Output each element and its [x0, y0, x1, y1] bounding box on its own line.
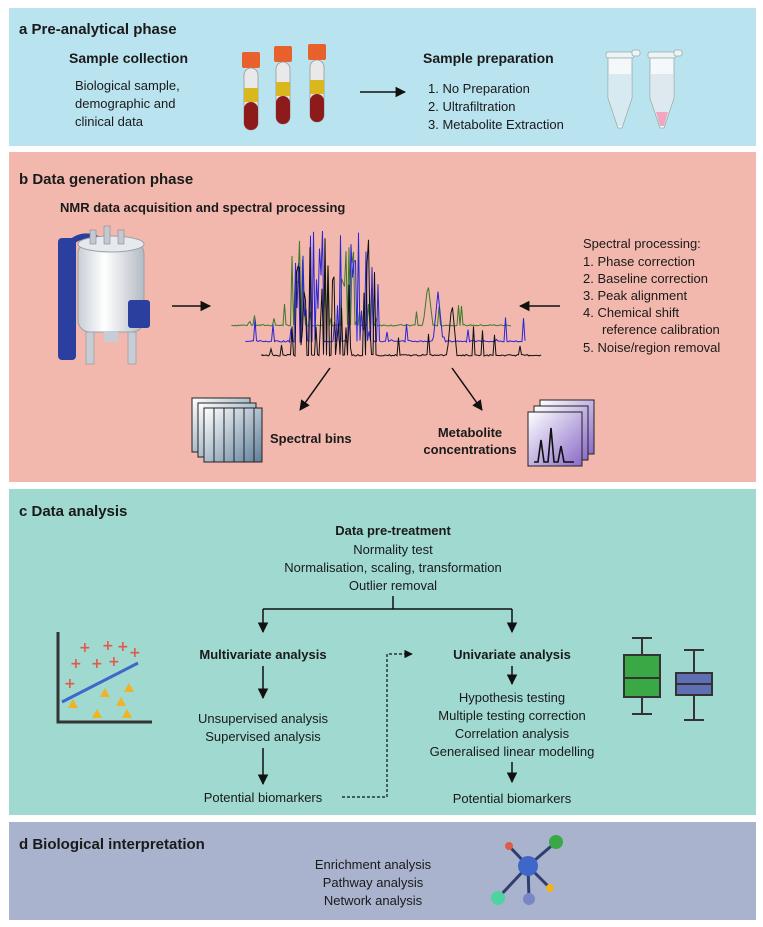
svg-text:+: + — [129, 645, 141, 661]
sample-collection-heading: Sample collection — [69, 50, 189, 66]
box-plot-icon — [623, 637, 713, 721]
panel-b-title: b Data generation phase — [19, 171, 194, 188]
processing-step-4-cont: reference calibration — [602, 322, 720, 337]
processing-step-1: 1. Phase correction — [583, 254, 696, 269]
processing-step-3: 3. Peak alignment — [583, 288, 688, 303]
svg-text:+: + — [64, 676, 76, 692]
svg-text:+: + — [108, 654, 120, 670]
svg-text:+: + — [79, 640, 91, 656]
processing-step-4: 4. Chemical shift — [583, 305, 680, 320]
spectral-processing-heading: Spectral processing: — [583, 236, 701, 251]
dashed-biomarker-link — [342, 649, 413, 798]
multivariate-line-1: Unsupervised analysis — [197, 711, 329, 726]
pretreatment-line-3: Outlier removal — [348, 578, 438, 593]
svg-text:+: + — [91, 656, 103, 672]
analysis-flow-connectors — [257, 596, 518, 786]
univariate-line-4: Generalised linear modelling — [429, 744, 595, 759]
blood-tubes-icon — [242, 44, 326, 131]
univariate-line-3: Correlation analysis — [454, 726, 570, 741]
interpretation-line-1: Enrichment analysis — [314, 857, 432, 872]
univariate-line-1: Hypothesis testing — [458, 690, 566, 705]
pretreatment-line-1: Normality test — [353, 542, 433, 557]
arrow-spectrum-to-metabolites — [451, 367, 483, 411]
spectral-bins-icon — [191, 397, 263, 463]
eppendorf-tubes-icon — [605, 49, 683, 129]
pretreatment-line-2: Normalisation, scaling, transformation — [284, 560, 502, 575]
sample-collection-line-2: demographic and — [75, 96, 176, 111]
svg-text:+: + — [102, 638, 114, 654]
svg-text:+: + — [70, 656, 82, 672]
interpretation-line-3: Network analysis — [323, 893, 423, 908]
panel-a-title: a Pre-analytical phase — [19, 21, 177, 38]
processing-step-2: 2. Baseline correction — [583, 271, 709, 286]
sample-collection-line-3: clinical data — [75, 114, 143, 129]
sample-preparation-heading: Sample preparation — [423, 50, 554, 66]
multivariate-result: Potential biomarkers — [203, 790, 323, 805]
multivariate-heading: Multivariate analysis — [199, 647, 327, 662]
sample-collection-line-1: Biological sample, — [75, 78, 180, 93]
processing-step-5: 5. Noise/region removal — [583, 340, 721, 355]
metabolite-concentrations-icon — [527, 399, 595, 467]
preparation-step-2: 2. Ultrafiltration — [428, 99, 516, 114]
arrow-spectrum-to-bins — [299, 367, 331, 411]
panel-c-title: c Data analysis — [19, 503, 128, 520]
metabolite-label-line-1: Metabolite — [437, 425, 503, 440]
panel-data-analysis — [9, 489, 756, 815]
interpretation-line-2: Pathway analysis — [322, 875, 424, 890]
univariate-line-2: Multiple testing correction — [438, 708, 586, 723]
preparation-step-3: 3. Metabolite Extraction — [428, 117, 564, 132]
panel-biological-interpretation — [9, 822, 756, 920]
pretreatment-heading: Data pre-treatment — [335, 523, 451, 538]
nmr-spectrometer-icon — [58, 225, 150, 365]
univariate-result: Potential biomarkers — [452, 791, 572, 806]
multivariate-line-2: Supervised analysis — [205, 729, 321, 744]
univariate-heading: Univariate analysis — [453, 647, 571, 662]
metabolite-label-line-2: concentrations — [423, 442, 517, 457]
panel-b-subtitle: NMR data acquisition and spectral proces… — [60, 200, 346, 215]
network-graph-icon — [491, 835, 563, 905]
svg-text:+: + — [117, 639, 129, 655]
preparation-step-1: 1. No Preparation — [428, 81, 530, 96]
scatter-plot-icon: +++ +++ ++ — [56, 632, 152, 724]
panel-d-title: d Biological interpretation — [19, 836, 205, 853]
spectral-bins-label: Spectral bins — [270, 431, 352, 446]
nmr-spectra — [231, 230, 542, 357]
